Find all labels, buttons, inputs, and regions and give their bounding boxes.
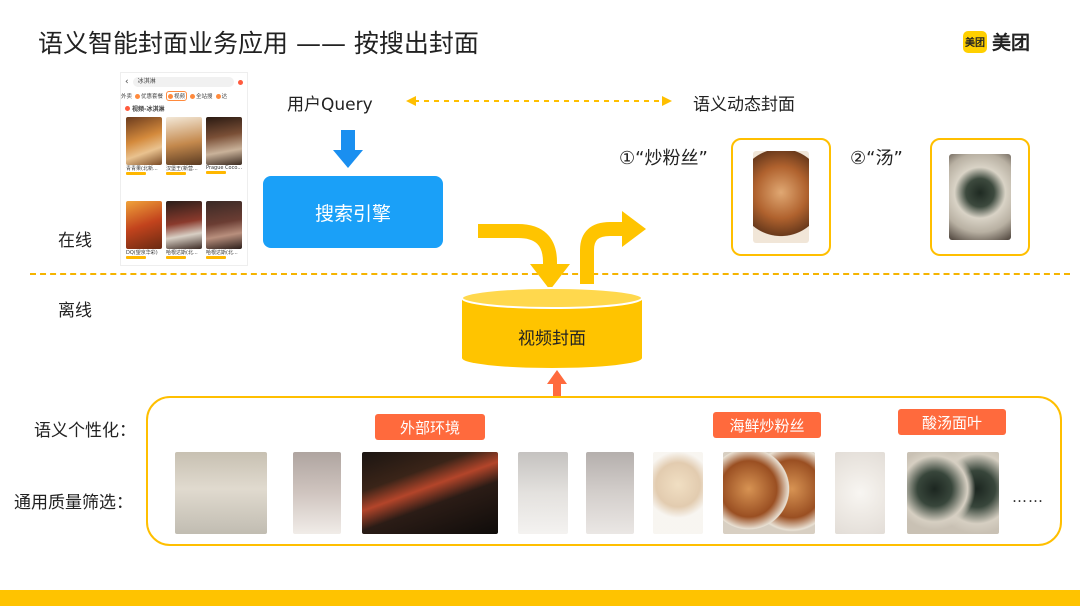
video-cover-cylinder [461,287,643,368]
tag-external-environment: 外部环境 [375,414,485,440]
phone-tab: 优惠套餐 [135,91,163,101]
phone-card: 哈根达斯(北... [206,201,243,259]
candidate-frame [586,452,634,534]
yellow-up-arrow [580,211,646,284]
logo-text: 美团 [992,32,1031,54]
candidate-frame [835,452,885,534]
back-arrow-icon: ‹ [125,77,129,87]
candidate-frame [175,452,267,534]
phone-search-input: 冰淇淋 [132,77,234,87]
candidate-frame-street [362,452,498,534]
phone-section-title: 视频-冰淇淋 [125,104,165,113]
phone-tabs: 外卖 优惠套餐 视频 全站搜 达 [121,91,247,101]
phone-search-screenshot: ‹ 冰淇淋 外卖 优惠套餐 视频 全站搜 达 视频-冰淇淋 青青果(北新... … [120,72,248,266]
offline-processing-box [146,396,1062,546]
phone-tab: 达 [215,91,227,101]
quality-filter-label: 通用质量筛选： [14,493,133,513]
logo-badge: 美团 [963,30,987,53]
page-title: 语义智能封面业务应用 —— 按搜出封面 [38,29,479,58]
candidate-frame [518,452,568,534]
phone-card: 汉堡王(新营... [166,117,203,175]
candidate-frame [293,452,341,534]
bottom-accent-bar [0,590,1080,606]
semantic-personalization-label: 语义个性化： [34,421,136,441]
cover-frame-stir-fried-vermicelli [731,138,831,256]
video-icon [125,106,130,111]
online-label: 在线 [58,231,92,251]
phone-card: 青青果(北新... [126,117,163,175]
search-engine-box: 搜索引擎 [263,176,443,248]
tag-sour-soup-noodles: 酸汤面叶 [898,409,1006,435]
phone-card: DQ(望京华彩) [126,201,163,259]
candidate-frame-soup [907,452,999,534]
phone-tab: 外卖 [121,94,133,100]
cover-frame-soup [930,138,1030,256]
phone-search-bar: ‹ 冰淇淋 [125,76,243,88]
more-ellipsis: …… [1012,488,1044,506]
phone-card: Prague Coco... [206,117,243,174]
meituan-logo: 美团 美团 [963,28,1030,55]
video-cover-label: 视频封面 [518,329,586,349]
user-query-label: 用户Query [287,95,373,115]
blue-down-arrow [333,130,363,168]
cover-image-vermicelli [753,151,809,243]
location-pin-icon [238,79,243,85]
offline-label: 离线 [58,301,92,321]
candidate-frame [653,452,703,534]
cover-image-soup [949,154,1011,240]
semantic-dynamic-cover-label: 语义动态封面 [693,95,795,115]
tag-seafood-vermicelli: 海鲜炒粉丝 [713,412,821,438]
yellow-down-arrow [478,224,570,290]
phone-tab: 视频 [166,91,188,101]
example-label-stir-fried-vermicelli: ①“炒粉丝” [619,148,708,169]
red-up-arrow [547,370,567,398]
dashed-double-arrow [406,96,672,106]
candidate-frame-vermicelli [723,452,815,534]
phone-card: 哈根达斯(北... [166,201,203,259]
phone-tab: 全站搜 [190,91,213,101]
example-label-soup: ②“汤” [850,148,903,169]
